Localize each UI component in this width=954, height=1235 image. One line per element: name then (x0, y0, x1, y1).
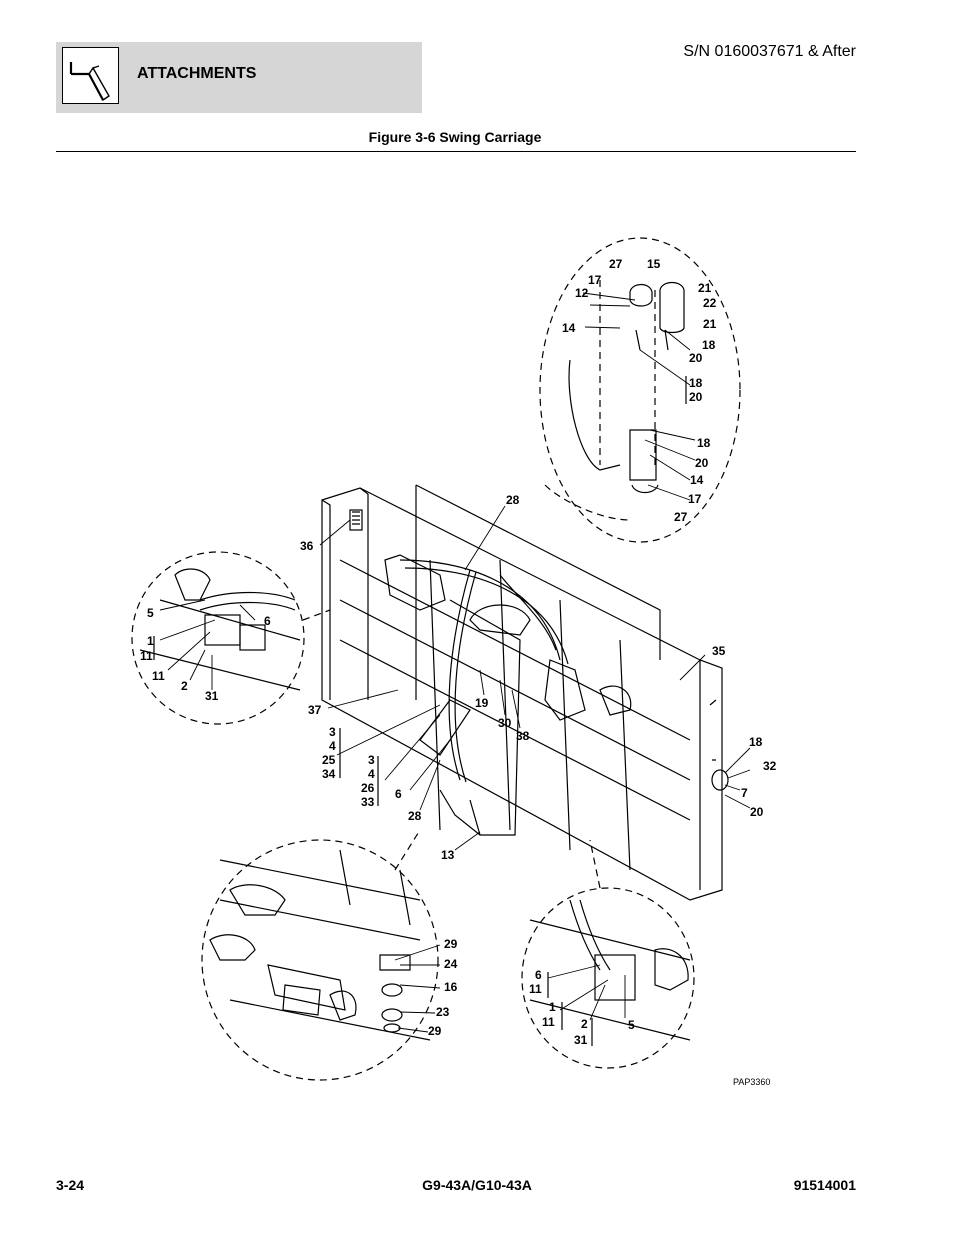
callout-18c: 18 (697, 436, 711, 450)
part-number: 91514001 (793, 1177, 856, 1193)
callout-6c: 6 (535, 968, 542, 982)
callout-1: 1 (147, 634, 154, 648)
callout-2: 2 (181, 679, 188, 693)
callout-22: 22 (703, 296, 717, 310)
figure-code: PAP3360 (733, 1077, 770, 1087)
callout-32: 32 (763, 759, 777, 773)
callout-4: 4 (329, 739, 336, 753)
model-number: G9-43A/G10-43A (422, 1177, 532, 1193)
callout-2b: 2 (581, 1017, 588, 1031)
callout-26: 26 (361, 781, 375, 795)
callout-11: 11 (140, 649, 153, 663)
section-title: ATTACHMENTS (137, 65, 257, 82)
callout-4b: 4 (368, 767, 375, 781)
callout-29: 29 (444, 937, 458, 951)
callout-14: 14 (562, 321, 576, 335)
callout-12: 12 (575, 286, 589, 300)
callout-20c: 20 (695, 456, 709, 470)
callout-17: 17 (588, 273, 602, 287)
callout-15: 15 (647, 257, 661, 271)
callout-37: 37 (308, 703, 322, 717)
callout-29b: 29 (428, 1024, 442, 1038)
callout-7: 7 (741, 786, 748, 800)
callout-18: 18 (702, 338, 716, 352)
callout-16: 16 (444, 980, 458, 994)
callout-1b: 1 (549, 1000, 556, 1014)
callout-27: 27 (609, 257, 623, 271)
callout-33: 33 (361, 795, 375, 809)
callout-38: 38 (516, 729, 530, 743)
page-number: 3-24 (56, 1177, 85, 1193)
callout-6: 6 (264, 614, 271, 628)
callout-11d: 11 (542, 1015, 555, 1029)
callout-11b: 11 (152, 669, 165, 683)
callout-5: 5 (147, 606, 154, 620)
figure-title: Figure 3-6 Swing Carriage (368, 129, 542, 145)
callout-31b: 31 (574, 1033, 588, 1047)
callout-36: 36 (300, 539, 314, 553)
callout-3b: 3 (368, 753, 375, 767)
callout-27b: 27 (674, 510, 688, 524)
callout-18b: 18 (689, 376, 703, 390)
callout-30: 30 (498, 716, 512, 730)
callout-21: 21 (698, 281, 712, 295)
callout-20d: 20 (750, 805, 764, 819)
callout-6b: 6 (395, 787, 402, 801)
callout-25: 25 (322, 753, 336, 767)
callout-35: 35 (712, 644, 726, 658)
callout-28: 28 (506, 493, 520, 507)
callout-34: 34 (322, 767, 336, 781)
callout-13: 13 (441, 848, 455, 862)
callout-18d: 18 (749, 735, 763, 749)
attachment-icon (62, 47, 119, 104)
callout-20b: 20 (689, 390, 703, 404)
callout-24: 24 (444, 957, 458, 971)
callout-5b: 5 (628, 1018, 635, 1032)
callout-21b: 21 (703, 317, 717, 331)
callout-28b: 28 (408, 809, 422, 823)
callout-20: 20 (689, 351, 703, 365)
callout-31: 31 (205, 689, 219, 703)
callout-19: 19 (475, 696, 489, 710)
serial-number: S/N 0160037671 & After (683, 43, 856, 60)
callout-23: 23 (436, 1005, 450, 1019)
callout-3: 3 (329, 725, 336, 739)
callout-11c: 11 (529, 982, 542, 996)
callout-14b: 14 (690, 473, 704, 487)
callout-labels: 27 15 17 12 14 21 22 21 18 20 18 20 18 2… (140, 257, 777, 1087)
callout-17b: 17 (688, 492, 702, 506)
line-art (131, 237, 751, 1081)
header-rule (56, 151, 856, 152)
